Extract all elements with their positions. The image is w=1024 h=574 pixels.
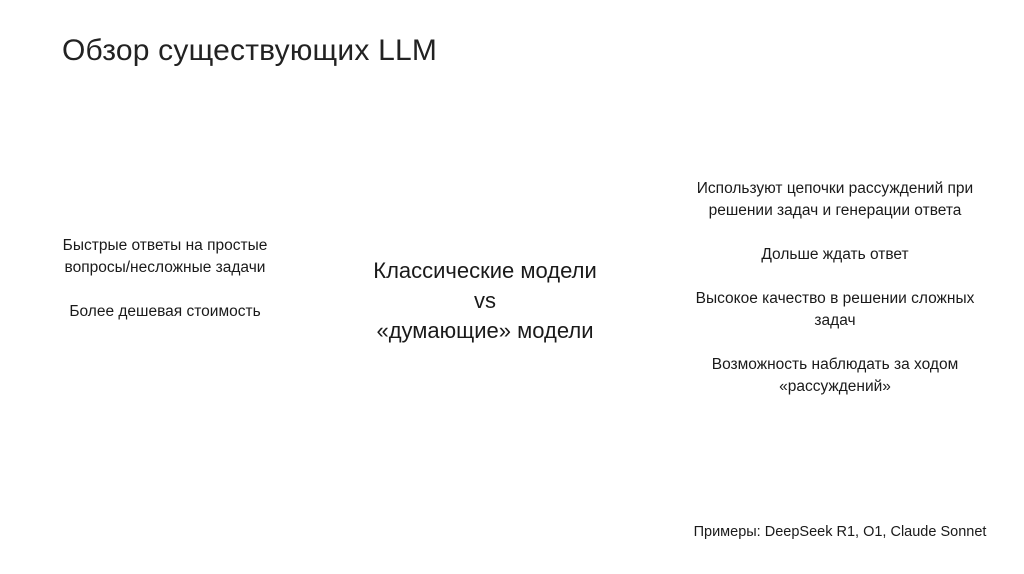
feature-high-quality: Высокое качество в решении сложных задач	[660, 288, 1010, 332]
feature-line: «рассуждений»	[779, 378, 891, 395]
feature-fast-answers: Быстрые ответы на простые вопросы/неслож…	[30, 235, 300, 279]
feature-line: решении задач и генерации ответа	[708, 202, 962, 219]
slide-title: Обзор существующих LLM	[62, 34, 438, 67]
classic-models-features: Быстрые ответы на простые вопросы/неслож…	[30, 235, 300, 323]
feature-longer-wait: Дольше ждать ответ	[660, 244, 1010, 266]
feature-observe-reasoning: Возможность наблюдать за ходом «рассужде…	[660, 354, 1010, 398]
spacer	[660, 222, 1010, 244]
examples-text: Примеры: DeepSeek R1, O1, Claude Sonnet	[693, 524, 987, 540]
feature-line: вопросы/несложные задачи	[64, 259, 266, 276]
feature-cheaper-cost: Более дешевая стоимость	[30, 301, 300, 323]
comparison-heading: Классические модели vs «думающие» модели	[330, 256, 640, 346]
spacer	[30, 279, 300, 301]
feature-line: задач	[814, 312, 856, 329]
feature-line: Возможность наблюдать за ходом	[711, 356, 959, 373]
classic-models-label: Классические модели	[373, 258, 597, 283]
spacer	[660, 332, 1010, 354]
spacer	[660, 266, 1010, 288]
versus-label: vs	[474, 288, 496, 313]
feature-reasoning-chains: Используют цепочки рассуждений при решен…	[660, 178, 1010, 222]
feature-line: Более дешевая стоимость	[69, 303, 261, 320]
thinking-models-label: «думающие» модели	[376, 318, 594, 343]
feature-line: Быстрые ответы на простые	[62, 237, 268, 254]
feature-line: Используют цепочки рассуждений при	[696, 180, 974, 197]
feature-line: Дольше ждать ответ	[761, 246, 909, 263]
thinking-models-features: Используют цепочки рассуждений при решен…	[660, 178, 1010, 398]
feature-line: Высокое качество в решении сложных	[695, 290, 975, 307]
